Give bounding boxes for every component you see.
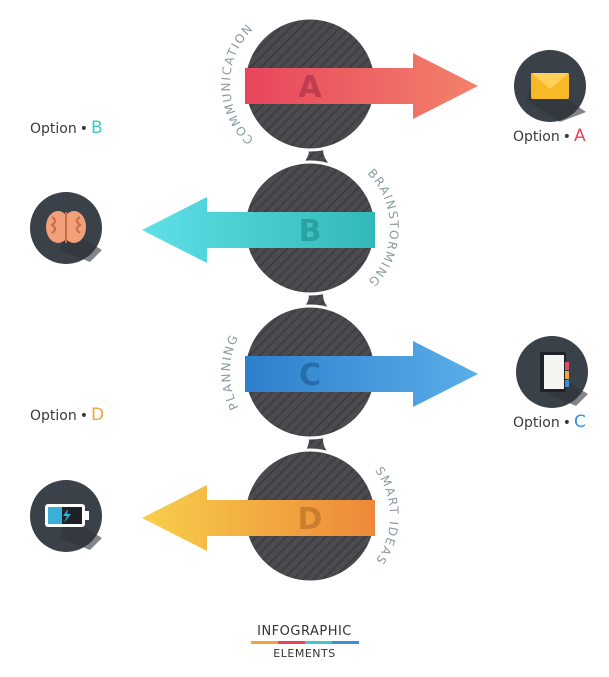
step-letter-b: B [299,214,322,249]
footer-color-bar [250,641,359,644]
footer-line2: ELEMENTS [273,647,336,660]
notebook-icon [516,336,588,408]
option-text: Option [513,129,560,145]
footer-title: INFOGRAPHIC ELEMENTS [0,624,609,660]
option-letter: D [91,405,105,425]
option-text: Option [513,415,560,431]
option-text: Option [30,121,77,137]
brain-icon [30,192,102,264]
step-letter-d: D [298,502,323,537]
battery-icon [30,480,102,552]
arrow-c [245,341,478,407]
option-label-a: Option•A [513,126,586,146]
step-letter-a: A [298,70,322,105]
option-text: Option [30,408,77,424]
option-letter: B [91,118,103,138]
step-word-c: PLANNING [219,332,242,413]
step-letter-c: C [299,358,321,393]
option-dot: • [79,408,88,424]
option-dot: • [79,121,88,137]
option-letter: A [574,126,586,146]
option-label-d: Option•D [30,405,104,425]
footer-line1: INFOGRAPHIC [257,624,352,639]
option-dot: • [562,415,571,431]
envelope-icon [514,50,586,122]
arrow-d [142,485,375,551]
option-label-b: Option•B [30,118,103,138]
option-dot: • [562,129,571,145]
arrow-a [245,53,478,119]
arrow-b [142,197,375,263]
option-letter: C [574,412,586,432]
option-label-c: Option•C [513,412,586,432]
